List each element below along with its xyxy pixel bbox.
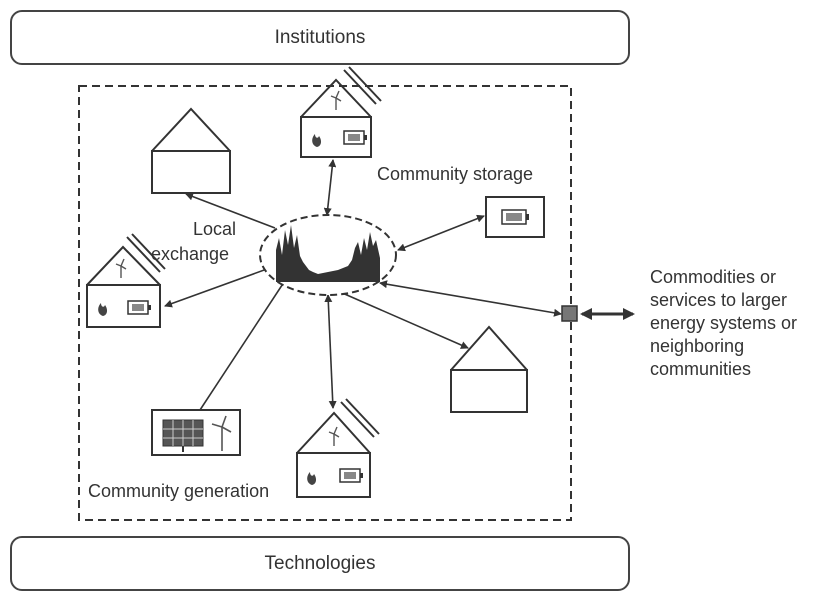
local-exchange-label-2: exchange <box>151 244 230 264</box>
arrow-to-top-prosumer <box>323 159 337 216</box>
battery-icon <box>127 300 151 315</box>
arrow-to-plain-house-right <box>339 291 469 349</box>
prosumer-house-left <box>86 233 166 328</box>
community-storage-label: Community storage <box>377 164 534 184</box>
arrow-from-community-generation <box>199 272 291 411</box>
external-connector <box>561 305 578 322</box>
community-storage-battery <box>485 196 545 238</box>
external-label-line-3: energy systems or <box>650 313 798 333</box>
plain-house-left <box>151 107 231 194</box>
institutions-bar: Institutions <box>10 10 630 65</box>
external-label-line-4: neighboring <box>650 336 745 356</box>
wind-turbine-icon <box>115 258 127 278</box>
local-exchange-hub <box>259 214 397 296</box>
arrow-to-bottom-prosumer <box>324 294 337 409</box>
external-label-line-2: services to larger <box>650 290 788 310</box>
external-label-line-1: Commodities or <box>650 267 777 287</box>
community-generation-unit <box>151 409 241 456</box>
technologies-bar: Technologies <box>10 536 630 591</box>
flame-icon <box>307 472 317 485</box>
battery-icon <box>339 468 363 483</box>
arrow-to-community-storage <box>397 214 485 252</box>
institutions-label: Institutions <box>274 26 366 48</box>
prosumer-house-top <box>300 66 382 158</box>
flame-icon <box>312 134 322 147</box>
technologies-label: Technologies <box>264 552 376 574</box>
wind-turbine-icon <box>328 426 340 446</box>
wind-turbine-icon <box>330 90 342 110</box>
battery-icon <box>343 130 367 145</box>
flame-icon <box>98 303 108 316</box>
arrow-to-left-prosumer <box>164 263 279 308</box>
community-boundary <box>78 85 572 521</box>
arrow-to-plain-house-left <box>185 192 276 229</box>
community-generation-label: Community generation <box>88 481 270 501</box>
arrow-to-external-connector <box>379 280 562 317</box>
local-exchange-label-1: Local <box>193 219 237 239</box>
plain-house-right <box>450 325 528 413</box>
external-label-line-5: communities <box>650 359 752 379</box>
exchange-arrows <box>164 159 562 411</box>
prosumer-house-bottom <box>296 398 380 498</box>
solar-panel-icon <box>162 419 204 452</box>
load-profile-chart <box>276 225 380 282</box>
wind-turbine-icon <box>211 415 232 451</box>
